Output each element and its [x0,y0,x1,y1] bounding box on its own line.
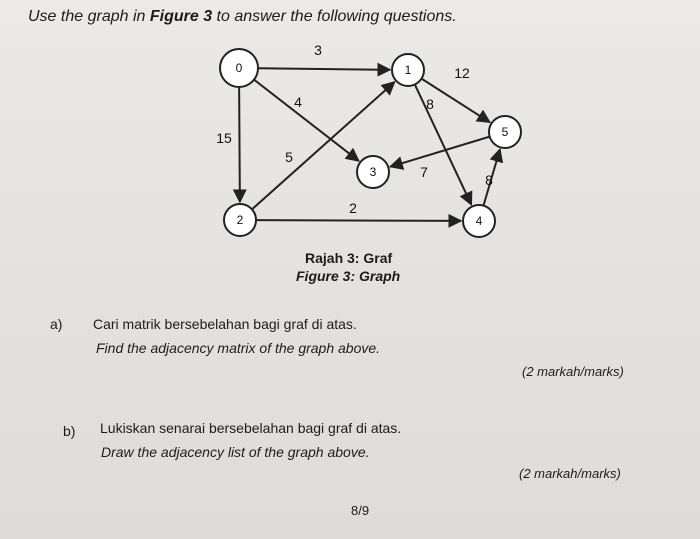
node-1: 1 [391,53,425,87]
edge-weight-0-1: 3 [314,42,322,58]
node-circle-0 [219,48,259,88]
node-label-4: 4 [476,214,483,228]
edge-weight-2-4: 2 [349,200,357,216]
edge-1-to-4 [413,84,473,206]
figure-caption-en: Figure 3: Graph [296,268,401,284]
instruction-prefix: Use the graph in [28,8,150,25]
page-number: 8/9 [351,503,370,518]
question-b-en: Draw the adjacency list of the graph abo… [101,444,370,460]
edge-0-to-1 [257,62,392,77]
edge-5-to-3 [388,135,490,170]
question-a-ms: Cari matrik bersebelahan bagi graf di at… [93,316,357,332]
edge-weight-1-5: 12 [454,65,470,81]
weights-layer: 3 4 15 12 8 5 2 7 8 [216,42,493,216]
question-b-marks: (2 markah/marks) [519,466,621,481]
question-a-letter: a) [50,316,63,332]
instruction-text: Use the graph in Figure 3 to answer the … [28,8,457,26]
node-circle-5 [488,115,522,149]
edge-weight-2-1: 5 [285,149,293,165]
edge-4-to-5 [482,147,504,206]
edge-0-to-3 [253,78,360,162]
node-0: 0 [219,48,259,88]
node-label-3: 3 [370,165,377,179]
question-a-en: Find the adjacency matrix of the graph a… [96,340,381,356]
edge-2-to-4 [255,213,463,228]
instruction-figure-ref: Figure 3 [149,8,213,25]
node-label-5: 5 [502,125,509,139]
question-b-letter: b) [63,423,76,439]
edge-weight-0-3: 4 [294,94,302,110]
edge-2-to-1 [251,81,396,211]
node-3: 3 [356,155,390,189]
node-label-0: 0 [236,61,243,75]
edges-layer [232,62,504,228]
node-5: 5 [488,115,522,149]
node-circle-4 [462,204,496,238]
instruction-suffix: to answer the following questions. [212,8,457,25]
node-circle-2 [223,203,257,237]
node-circle-3 [356,155,390,189]
node-circle-1 [391,53,425,87]
edge-weight-5-3: 7 [420,164,428,180]
edge-weight-1-4: 8 [426,96,434,112]
edge-0-to-2 [232,86,247,204]
figure-caption-ms: Rajah 3: Graf [305,250,393,266]
edge-1-to-5 [420,77,492,124]
edge-weight-0-2: 15 [216,130,232,146]
question-a-marks: (2 markah/marks) [522,364,624,379]
node-2: 2 [223,203,257,237]
edge-weight-4-5: 8 [485,172,493,188]
question-b-ms: Lukiskan senarai bersebelahan bagi graf … [100,420,402,436]
node-label-2: 2 [237,213,244,227]
node-label-1: 1 [405,63,412,77]
node-4: 4 [462,204,496,238]
